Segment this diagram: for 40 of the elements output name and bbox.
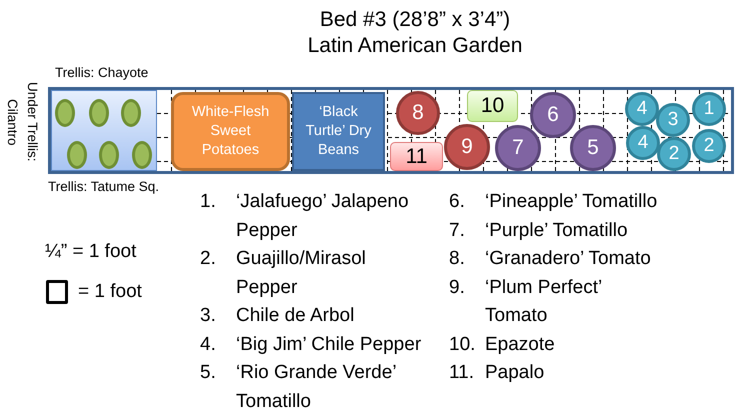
plant-list-item: 8. ‘Granadero’ Tomato bbox=[449, 247, 652, 271]
plant-list-item: 3. Chile de Arbol bbox=[200, 304, 356, 328]
numbered-circle: 3 bbox=[656, 103, 690, 137]
numbered-circle: 1 bbox=[692, 92, 726, 126]
numbered-circle: 2 bbox=[657, 137, 691, 171]
legend-text: = 1 foot bbox=[78, 280, 142, 304]
planting-block: White-Flesh Sweet Potatoes bbox=[171, 92, 290, 171]
trellis-note: Under Trellis: Cilantro bbox=[4, 81, 41, 164]
plant-oval bbox=[98, 140, 118, 168]
garden-bed bbox=[48, 87, 734, 174]
plant-list-item: 10. Epazote bbox=[449, 332, 556, 356]
title: Bed #3 (28’8” x 3’4”) Latin American Garden bbox=[306, 7, 524, 59]
trellis-note: Trellis: Tatume Sq. bbox=[48, 178, 160, 195]
plant-oval bbox=[120, 98, 140, 126]
plant-list-item: 6. ‘Pineapple’ Tomatillo bbox=[449, 190, 658, 214]
numbered-circle: 6 bbox=[530, 92, 576, 138]
numbered-circle: 2 bbox=[692, 129, 726, 163]
plant-list-item: 9. ‘Plum Perfect’ Tomato bbox=[449, 276, 602, 328]
plant-oval bbox=[66, 140, 86, 168]
numbered-circle: 5 bbox=[570, 125, 616, 171]
plant-oval bbox=[88, 98, 108, 126]
planting-block: ‘Black Turtle’ Dry Beans bbox=[292, 92, 385, 171]
numbered-circle: 4 bbox=[626, 126, 660, 160]
trellis-note: Trellis: Chayote bbox=[55, 64, 148, 81]
scale-note: ¼” = 1 foot bbox=[45, 240, 136, 264]
trellis-area bbox=[51, 90, 157, 171]
plant-list-item: 2. Guajillo/Mirasol Pepper bbox=[200, 247, 367, 300]
plant-list-item: 11. Papalo bbox=[449, 361, 546, 385]
numbered-circle: 8 bbox=[396, 91, 440, 135]
numbered-circle: 7 bbox=[495, 125, 541, 171]
plant-list-item: 5. ‘Rio Grande Verde’ Tomatillo bbox=[200, 361, 397, 414]
plant-list-item: 1. ‘Jalafuego’ Jalapeno Pepper bbox=[200, 190, 410, 242]
numbered-circle: 9 bbox=[444, 124, 490, 170]
numbered-tag: 11 bbox=[390, 142, 443, 171]
plant-oval bbox=[54, 98, 74, 126]
numbered-circle: 4 bbox=[625, 92, 659, 126]
plant-list-item: 7. ‘Purple’ Tomatillo bbox=[449, 218, 629, 242]
plant-list-item: 4. ‘Big Jim’ Chile Pepper bbox=[200, 332, 422, 356]
plant-oval bbox=[132, 140, 152, 168]
numbered-tag: 10 bbox=[467, 90, 518, 122]
